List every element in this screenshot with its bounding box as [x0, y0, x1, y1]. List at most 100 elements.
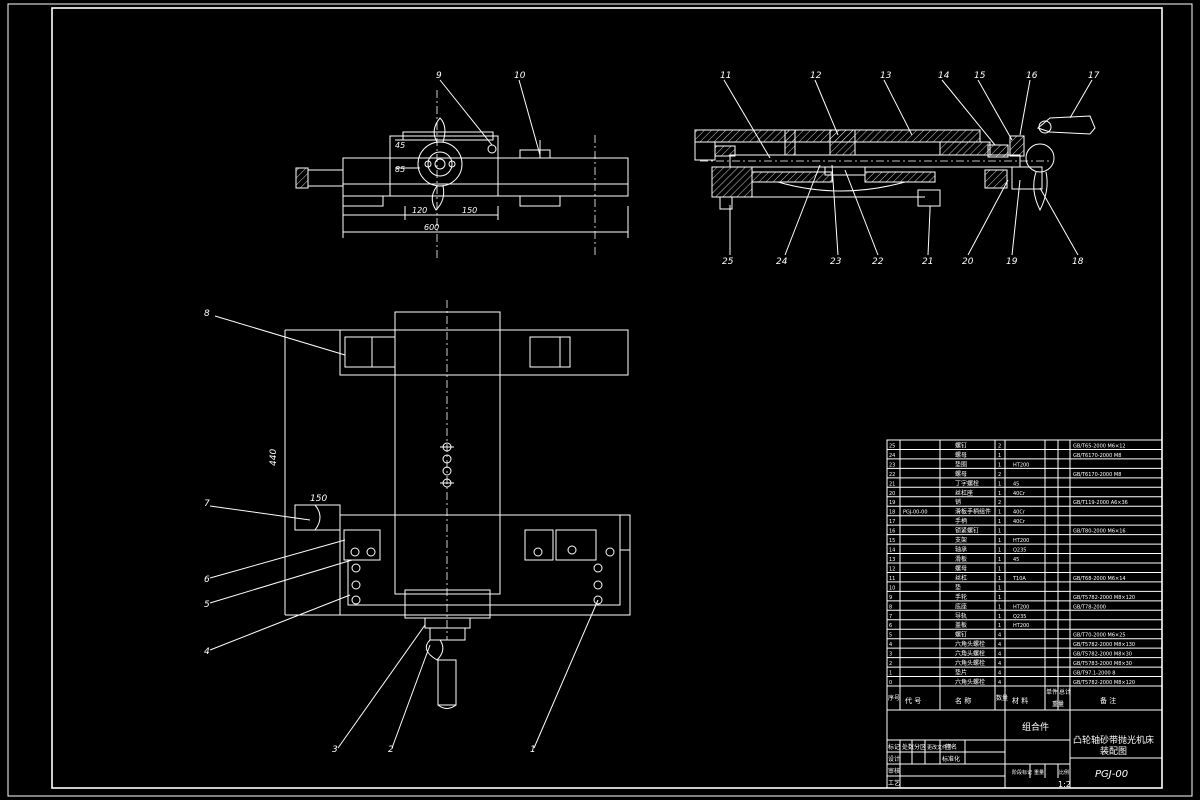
section-view: 11 12 13 14 15 16 17 25 24 23 22 21 20 1… [694, 71, 1100, 267]
bom-cell-note: GB/T70-2000 M6×25 [1073, 633, 1126, 639]
sign-stage: 阶段标记 [1012, 769, 1032, 776]
dim-45: 45 [395, 141, 405, 150]
sign-scale: 比例 [1059, 769, 1069, 776]
balloon-5: 5 [204, 600, 210, 610]
sign-design: 设计 [888, 755, 900, 763]
bom-cell-name: 手轮 [955, 593, 967, 601]
bom-cell-material: HT200 [1013, 604, 1029, 610]
bom-cell-no: 10 [889, 585, 895, 591]
bom-cell-qty: 1 [998, 462, 1001, 468]
bom-cell-qty: 1 [998, 519, 1001, 525]
balloon-6: 6 [204, 575, 210, 585]
sign-zone: 分区 [914, 743, 926, 751]
bom-cell-no: 15 [889, 538, 895, 544]
bom-cell-no: 19 [889, 500, 895, 506]
bom-cell-note: GB/T80-2000 M6×16 [1073, 529, 1126, 535]
part-name: 组合件 [1022, 721, 1049, 733]
bom-cell-name: 螺母 [955, 564, 967, 572]
balloon-14: 14 [938, 71, 950, 81]
bom-cell-no: 0 [889, 680, 892, 686]
bom-cell-qty: 2 [998, 443, 1001, 449]
bom-cell-material: 40Cr [1013, 519, 1026, 525]
drawing-number: PGJ-00 [1095, 769, 1128, 780]
balloon-1: 1 [530, 745, 536, 755]
bom-cell-note: GB/T5782-2000 M8×120 [1073, 595, 1135, 601]
bom-cell-name: 丝杠 [955, 574, 967, 582]
bom-cell-note: GB/T5782-2000 M8×130 [1073, 642, 1135, 648]
bom-cell-name: 六角头螺栓 [955, 678, 985, 686]
bom-header-code: 代 号 [905, 696, 921, 705]
bom-cell-no: 8 [889, 604, 892, 610]
dim-85: 85 [395, 165, 405, 174]
bom-cell-name: 滑板手柄组件 [955, 508, 991, 516]
dim-150-front: 150 [462, 206, 477, 215]
bom-cell-qty: 1 [998, 510, 1001, 516]
bom-cell-qty: 1 [998, 529, 1001, 535]
bom-cell-qty: 2 [998, 500, 1001, 506]
title-block: 标记 处数 分区 更改文件号 签名 设计 标准化 审核 工艺 阶段标记 重量 比… [886, 709, 1163, 789]
balloon-12: 12 [810, 71, 822, 81]
bom-cell-name: 销 [955, 498, 961, 506]
bom-cell-no: 9 [889, 595, 892, 601]
bom-cell-name: 锁紧螺钉 [955, 527, 979, 535]
balloon-22: 22 [872, 257, 884, 267]
bom-cell-no: 20 [889, 491, 895, 497]
bom-cell-material: 45 [1013, 481, 1019, 487]
bom-cell-name: 底座 [955, 602, 967, 610]
balloon-4: 4 [204, 647, 210, 657]
bom-cell-no: 21 [889, 481, 895, 487]
plan-view: 440 150 8 7 6 5 [204, 300, 631, 755]
bom-cell-no: 13 [889, 557, 895, 563]
bom-cell-material: Q235 [1013, 614, 1026, 620]
balloon-7: 7 [204, 499, 210, 509]
bom-cell-qty: 4 [998, 661, 1001, 667]
bom-cell-qty: 4 [998, 671, 1001, 677]
bom-cell-qty: 1 [998, 604, 1001, 610]
bom-cell-name: 盖板 [955, 621, 967, 629]
bom-cell-name: 螺钉 [955, 441, 967, 449]
bom-cell-name: 垫片 [955, 669, 967, 677]
balloon-2: 2 [388, 745, 394, 755]
bom-cell-note: GB/T78-2000 [1073, 604, 1106, 610]
balloon-19: 19 [1006, 257, 1018, 267]
bom-cell-name: 导轨 [955, 612, 967, 620]
balloon-16: 16 [1026, 71, 1038, 81]
bom-cell-note: GB/T6170-2000 M8 [1073, 453, 1121, 459]
inner-border [51, 7, 1163, 789]
bom-cell-no: 3 [889, 652, 892, 658]
drawing-title-line2: 装配图 [1100, 745, 1127, 757]
balloon-25: 25 [722, 257, 734, 267]
bom-cell-qty: 1 [998, 614, 1001, 620]
bom-cell-material: HT200 [1013, 538, 1029, 544]
bom-cell-material: T10A [1012, 576, 1026, 582]
bom-cell-no: 24 [889, 453, 895, 459]
bom-cell-note: GB/T6170-2000 M8 [1073, 472, 1121, 478]
balloon-13: 13 [880, 71, 892, 81]
bom-cell-note: GB/T119-2000 A6×36 [1073, 500, 1128, 506]
sign-review: 审核 [888, 767, 900, 775]
sign-mark: 标记 [888, 743, 900, 751]
bom-cell-material: HT200 [1013, 623, 1029, 629]
bom-cell-name: 丝杠座 [955, 489, 973, 497]
bom-cell-name: 螺母 [955, 451, 967, 459]
bom-header-total: 总计 [1059, 688, 1071, 696]
sign-change: 更改文件号 [927, 744, 952, 751]
balloon-10: 10 [514, 71, 526, 81]
bom-cell-no: 22 [889, 472, 895, 478]
drawing-title-line1: 凸轮轴砂带抛光机床 [1073, 734, 1154, 746]
bom-cell-qty: 1 [998, 623, 1001, 629]
sign-weight: 重量 [1034, 769, 1044, 776]
bom-cell-name: 滑板 [955, 555, 967, 563]
bom-cell-no: 6 [889, 623, 892, 629]
bom-cell-no: 11 [889, 576, 895, 582]
bom-cell-name: 手柄 [955, 517, 967, 525]
balloon-9: 9 [436, 71, 442, 81]
bom-cell-note: GB/T5782-2000 M8×120 [1073, 680, 1135, 686]
bom-cell-name: 六角头螺栓 [955, 640, 985, 648]
bom-cell-no: 23 [889, 462, 895, 468]
balloon-23: 23 [830, 257, 842, 267]
bom-cell-qty: 1 [998, 548, 1001, 554]
